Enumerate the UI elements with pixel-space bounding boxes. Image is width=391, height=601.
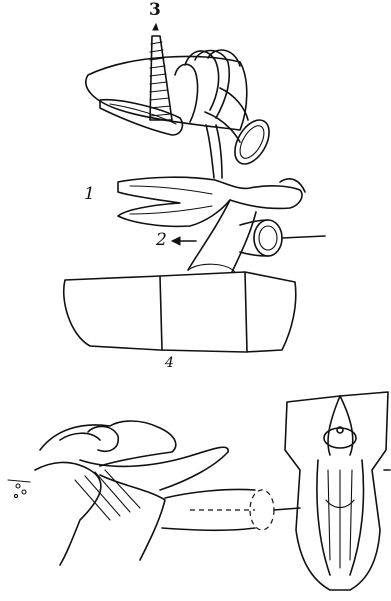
upper-lobe-1 [185,51,219,110]
bl-wing [80,447,228,490]
branched-plate [118,177,302,226]
label-2: 2 [156,232,167,249]
box-outline [64,272,296,352]
upper-tube-opening [228,114,276,170]
br-inner-rods [328,470,352,568]
plate-vein-1 [130,186,212,194]
lateral-tube-bottom [240,252,268,256]
box-neck [188,264,235,272]
lateral-tube-opening-inner [259,226,277,250]
bottom-right-figure [285,392,390,590]
label-1: 1 [84,186,95,203]
spiral-organ [150,24,172,120]
bl-tube-bottom [162,528,255,530]
bottom-left-figure [8,421,300,565]
box-divider-2 [245,272,247,352]
plate-hook [280,179,305,192]
bl-body-left [35,462,101,565]
label-4: 4 [165,356,174,370]
label-3: 3 [149,2,161,19]
stalk-right [216,125,222,178]
upper-lobe-2 [195,51,229,119]
duct-left [188,200,230,270]
arrow-2-head [172,237,180,245]
lateral-tube-top [240,220,268,225]
bl-fold-1 [60,433,100,440]
stalk-left [206,125,214,178]
bl-dot-1 [16,484,20,488]
bl-tube-top [165,489,255,498]
upper-assembly [86,24,276,178]
middle-assembly [118,177,325,272]
lateral-tube-opening [254,220,282,256]
spiral-rings [150,42,171,116]
right-pointer-line [282,236,325,238]
lower-box [64,264,296,352]
bl-dot-3 [15,495,18,498]
bl-fold-2 [88,426,118,451]
bl-left-line [8,480,30,482]
bl-dot-2 [22,490,26,494]
br-outline [285,392,388,590]
upper-lobe-4 [175,64,198,122]
bl-body-right [100,475,165,560]
bl-pointer-line [274,508,300,510]
box-divider-1 [160,276,162,350]
spiral-tip [153,24,158,30]
